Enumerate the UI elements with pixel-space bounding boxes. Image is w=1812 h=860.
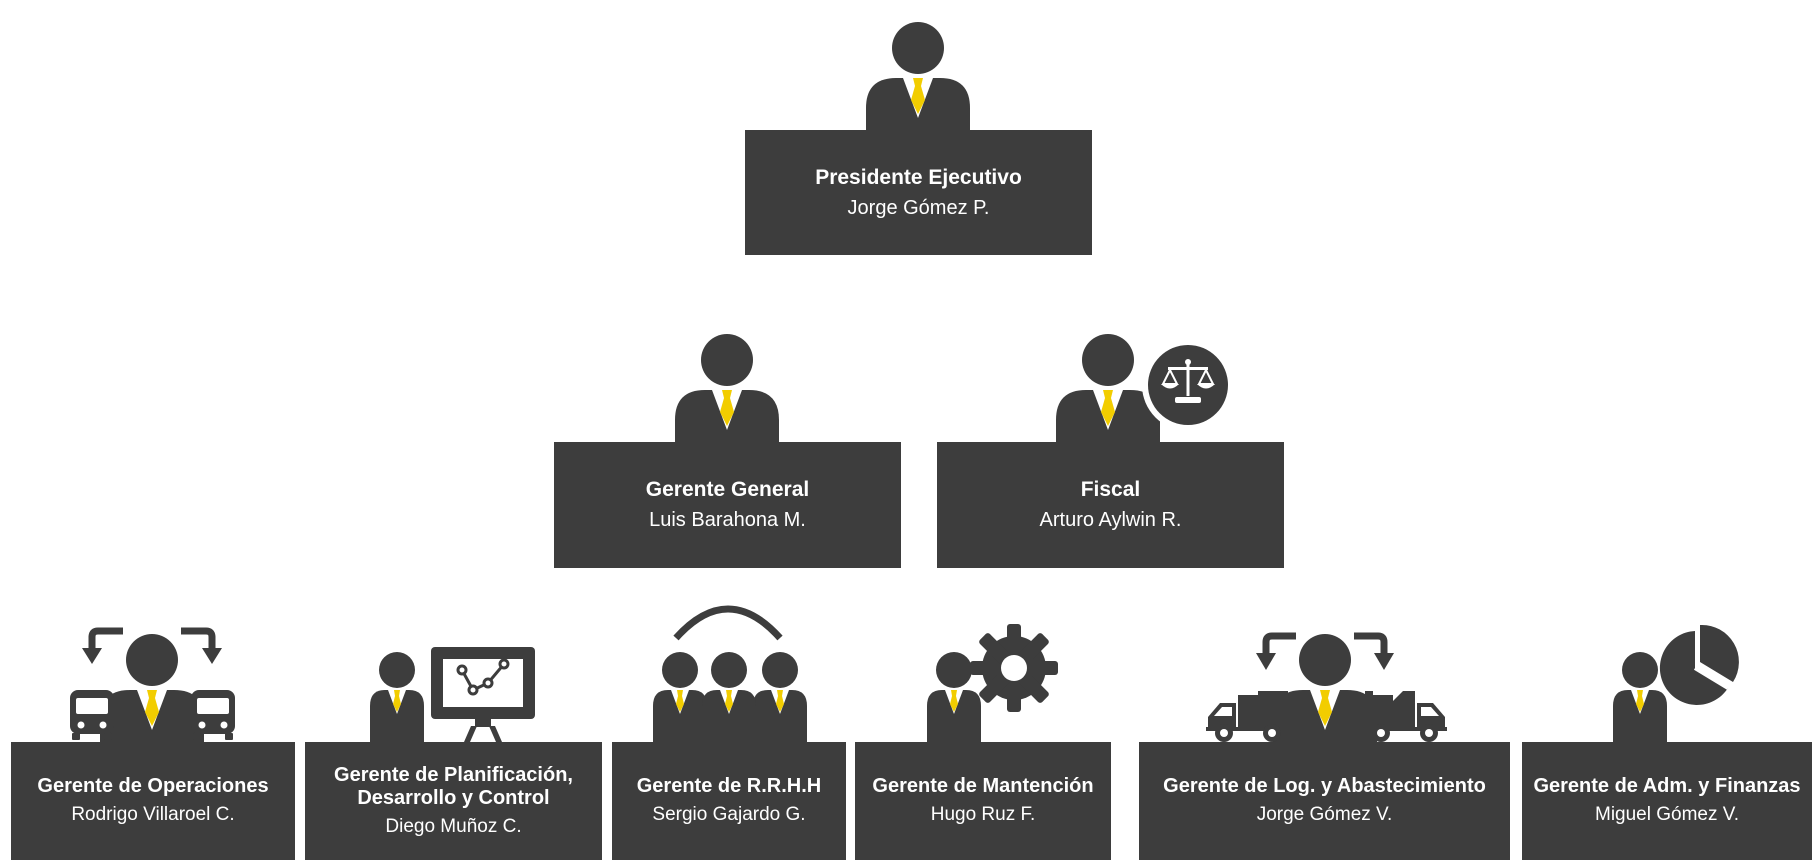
- role-label: Gerente de Log. y Abastecimiento: [1163, 775, 1486, 797]
- card-president: Presidente Ejecutivo Jorge Gómez P.: [745, 130, 1092, 255]
- role-label: Gerente de Operaciones: [37, 775, 269, 797]
- role-label: Gerente de Adm. y Finanzas: [1533, 775, 1801, 797]
- card-logistics: Gerente de Log. y Abastecimiento Jorge G…: [1139, 742, 1510, 860]
- card-fiscal: Fiscal Arturo Aylwin R.: [937, 442, 1284, 568]
- card-maintenance: Gerente de Mantención Hugo Ruz F.: [855, 742, 1111, 860]
- card-operations: Gerente de Operaciones Rodrigo Villaroel…: [11, 742, 295, 860]
- card-hr: Gerente de R.R.H.H Sergio Gajardo G.: [612, 742, 846, 860]
- finance-icon: [1613, 624, 1739, 742]
- hr-team-icon: [653, 605, 807, 742]
- card-finance: Gerente de Adm. y Finanzas Miguel Gómez …: [1522, 742, 1812, 860]
- card-planning: Gerente de Planificación, Desarrollo y C…: [305, 742, 602, 860]
- role-label: Gerente General: [645, 478, 810, 501]
- person-name: Luis Barahona M.: [649, 509, 806, 531]
- role-label: Gerente de Planificación, Desarrollo y C…: [334, 763, 573, 809]
- person-name: Sergio Gajardo G.: [652, 804, 806, 825]
- person-name: Diego Muñoz C.: [385, 815, 522, 837]
- general-manager-person-icon: [675, 334, 779, 442]
- president-person-icon: [866, 22, 970, 130]
- person-name: Jorge Gómez V.: [1256, 804, 1393, 825]
- planning-icon: [370, 647, 535, 742]
- scales-icon: [1142, 339, 1234, 431]
- person-name: Miguel Gómez V.: [1595, 804, 1739, 825]
- card-general-manager: Gerente General Luis Barahona M.: [554, 442, 901, 568]
- role-label: Fiscal: [1080, 478, 1141, 501]
- person-name: Jorge Gómez P.: [847, 196, 990, 219]
- maintenance-icon: [927, 624, 1058, 742]
- logistics-icon: [1206, 632, 1447, 742]
- person-name: Hugo Ruz F.: [930, 804, 1036, 825]
- role-label: Presidente Ejecutivo: [815, 165, 1022, 189]
- role-label: Gerente de R.R.H.H: [636, 775, 822, 797]
- person-name: Arturo Aylwin R.: [1039, 509, 1182, 531]
- role-label: Gerente de Mantención: [872, 775, 1094, 797]
- person-name: Rodrigo Villaroel C.: [71, 804, 235, 825]
- operations-icon: [70, 627, 235, 742]
